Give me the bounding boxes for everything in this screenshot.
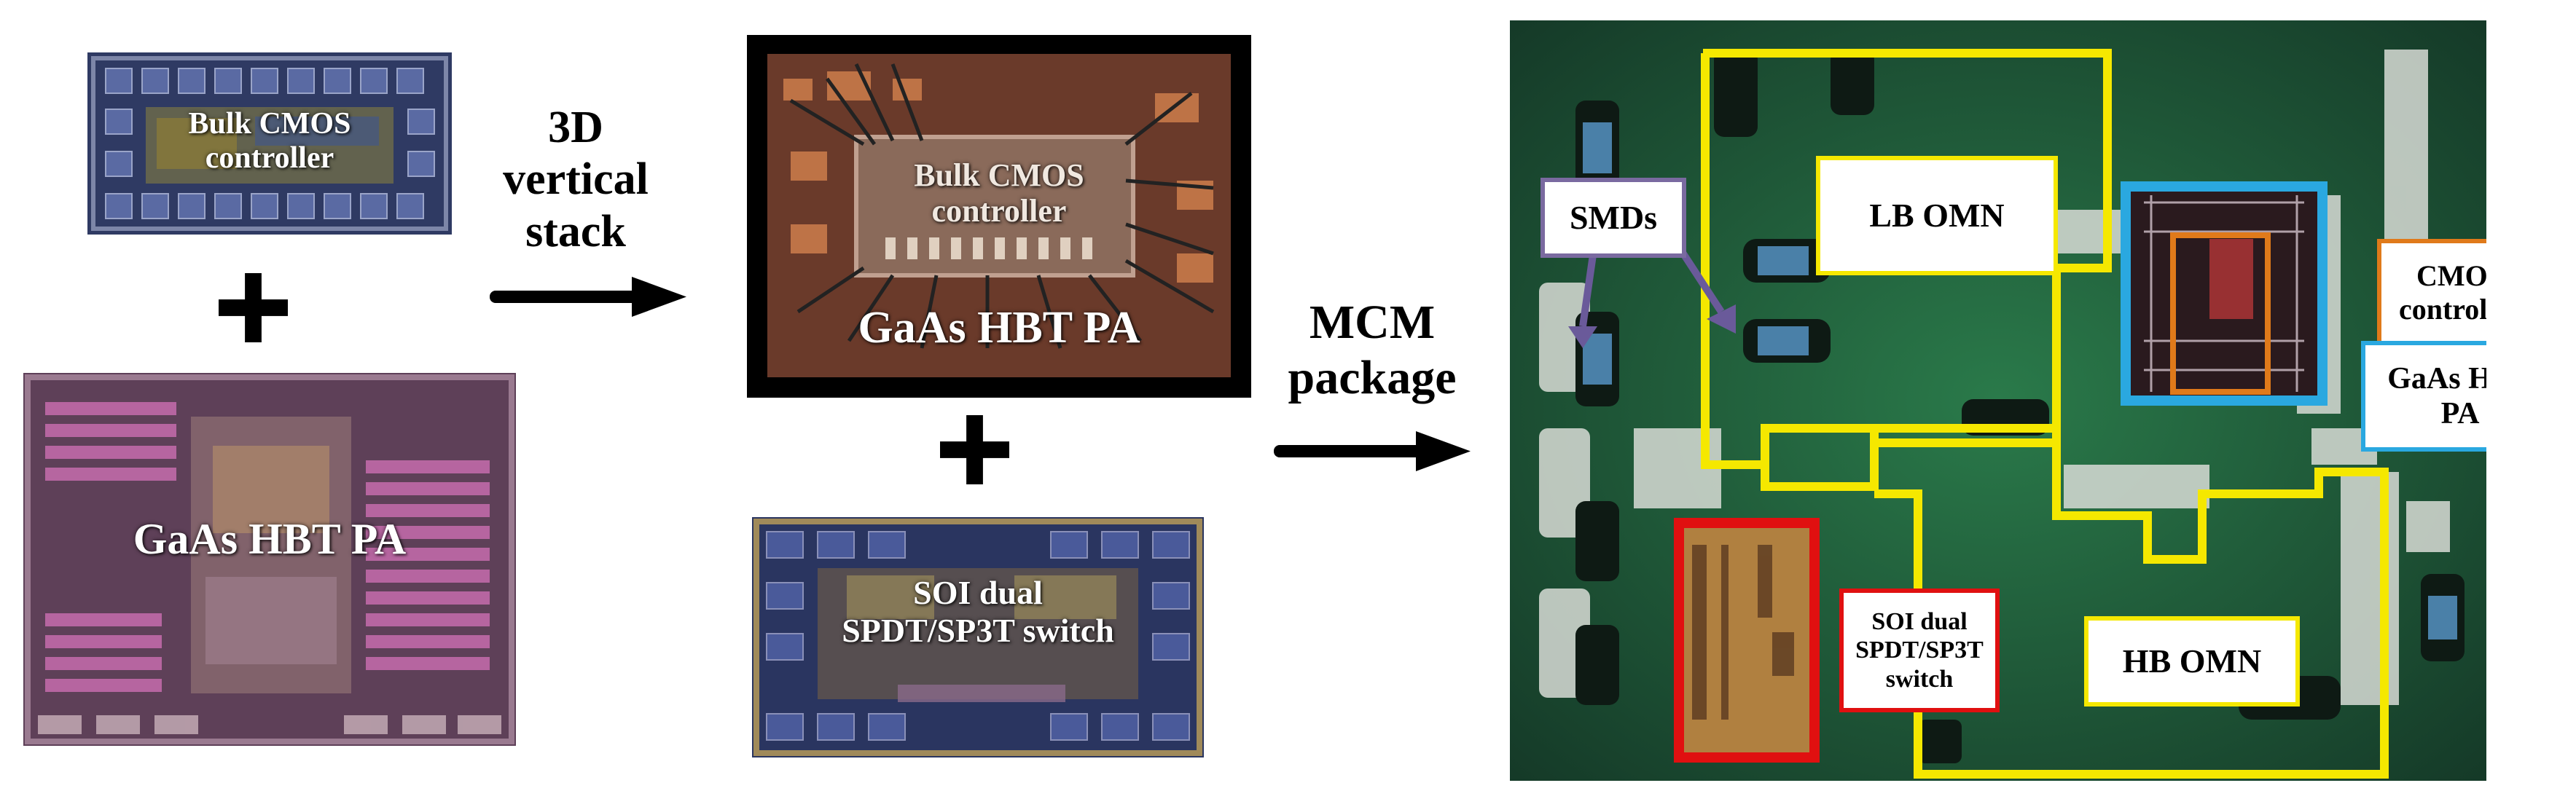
stacked-pa-label: GaAs HBT PA xyxy=(858,303,1140,353)
gaas-pa-callout: GaAs HBT PA xyxy=(2361,341,2486,452)
smds-callout: SMDs xyxy=(1540,178,1686,258)
mcm-board-photo: SMDs LB OMN CMOS controller GaAs HBT PA … xyxy=(1510,20,2486,781)
gaas-pa-die: GaAs HBT PA xyxy=(23,373,516,746)
cmos-controller-callout: CMOS controller xyxy=(2377,239,2486,347)
stacked-die: Bulk CMOS controller GaAs HBT PA xyxy=(747,35,1251,398)
plus-icon xyxy=(219,273,288,342)
soi-switch-die: SOI dual SPDT/SP3T switch xyxy=(752,517,1204,757)
gaas-pa-label: GaAs HBT PA xyxy=(133,515,407,563)
right-arrow-icon xyxy=(1274,431,1471,471)
right-arrow-icon xyxy=(490,277,686,317)
hb-omn-callout: HB OMN xyxy=(2084,616,2300,706)
soi-switch-label: SOI dual SPDT/SP3T switch xyxy=(842,574,1114,649)
soi-switch-callout: SOI dual SPDT/SP3T switch xyxy=(1839,589,2000,712)
cmos-controller-label: Bulk CMOS controller xyxy=(188,107,351,176)
plus-icon xyxy=(940,415,1009,484)
lb-omn-callout: LB OMN xyxy=(1816,156,2058,275)
cmos-controller-die: Bulk CMOS controller xyxy=(87,52,452,235)
stacked-cmos-label: Bulk CMOS controller xyxy=(914,157,1084,229)
stack-step-label: 3D vertical stack xyxy=(503,103,649,256)
mcm-step-label: MCM package xyxy=(1288,296,1457,404)
